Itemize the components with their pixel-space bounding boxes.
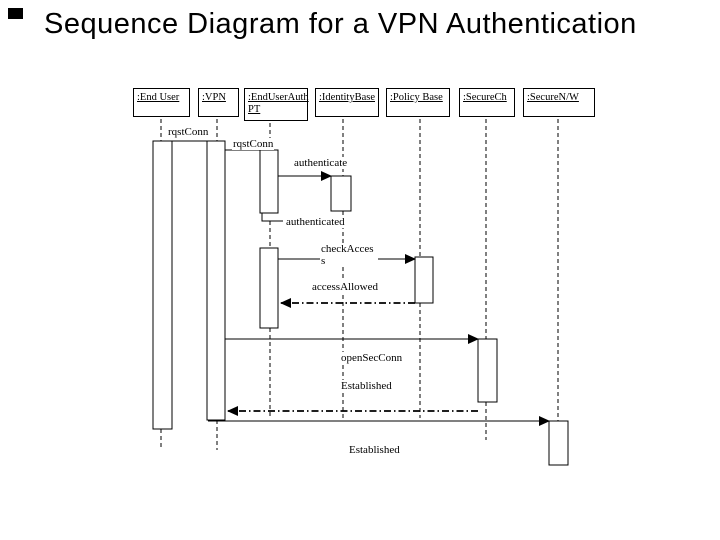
actor-label: :EndUserAuth PT	[248, 92, 309, 116]
activation-enduserauthpt-2	[259, 247, 279, 329]
message-label-established-1: Established	[340, 380, 393, 393]
message-line-authenticated	[261, 213, 283, 222]
actor-box-end-user: :End User	[133, 88, 190, 117]
message-label-accessallowed: accessAllowed	[311, 281, 379, 294]
message-label-rqstconn-1: rqstConn	[167, 126, 210, 139]
actor-box-vpn: :VPN	[198, 88, 239, 117]
actor-label: :Policy Base	[390, 92, 443, 103]
actor-label: :VPN	[202, 92, 226, 103]
message-label-authenticated: authenticated	[285, 216, 346, 229]
activation-enduserauthpt-1	[259, 149, 279, 214]
actor-label: :IdentityBase	[319, 92, 375, 103]
message-label-rqstconn-2: rqstConn	[232, 138, 275, 151]
actor-label: :SecureN/W	[527, 92, 579, 103]
activation-end-user	[152, 140, 173, 430]
message-label-opensecconn: openSecConn	[340, 352, 404, 365]
activation-identitybase	[330, 175, 352, 212]
actor-box-enduserauthpt: :EndUserAuth PT	[244, 88, 309, 121]
slide-corner-marker	[8, 8, 23, 19]
activation-securenw	[548, 420, 569, 466]
actor-box-policybase: :Policy Base	[386, 88, 450, 117]
activation-policybase	[414, 256, 434, 304]
actor-label: :End User	[137, 92, 180, 103]
actor-label: :SecureCh	[463, 92, 507, 103]
actor-box-securech: :SecureCh	[459, 88, 515, 117]
actor-box-securenw: :SecureN/W	[523, 88, 595, 117]
message-label-established-2: Established	[348, 444, 401, 457]
message-label-authenticate: authenticate	[293, 157, 349, 170]
activation-securech	[477, 338, 498, 403]
message-label-checkaccess: checkAcces s	[320, 243, 378, 268]
actor-box-identitybase: :IdentityBase	[315, 88, 379, 117]
page-title: Sequence Diagram for a VPN Authenticatio…	[44, 8, 637, 40]
activation-vpn	[206, 140, 226, 421]
